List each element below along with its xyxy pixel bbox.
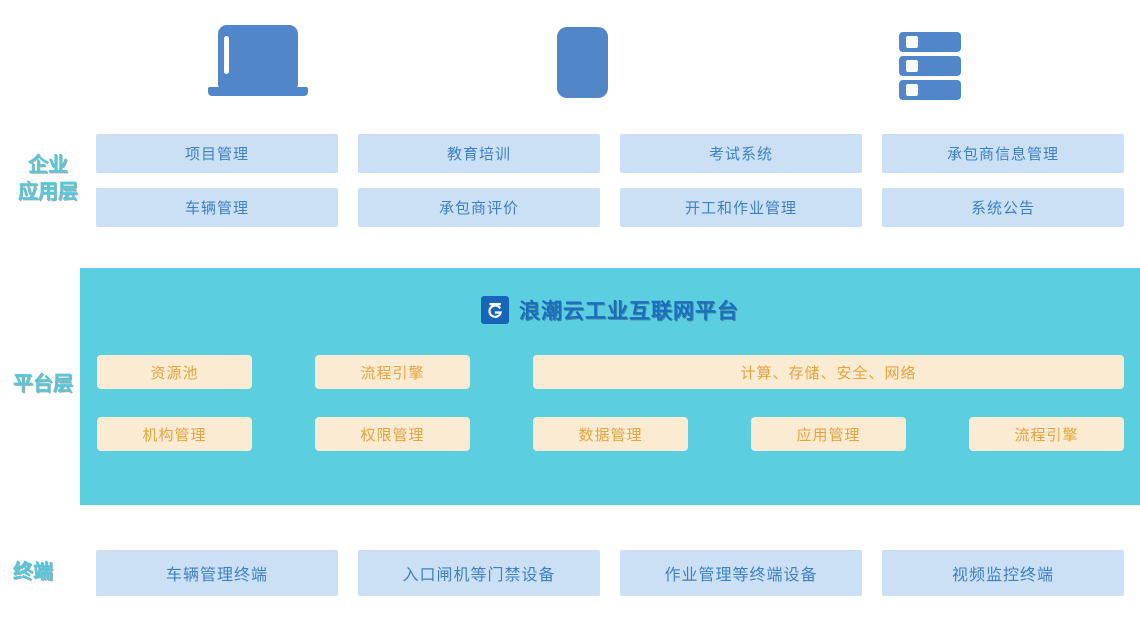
platform-layer-panel: 浪潮云工业互联网平台 资源池 流程引擎 计算、存储、安全、网络 机构管理 权限管… (80, 268, 1140, 505)
box-data-management: 数据管理 (533, 417, 688, 451)
terminal-layer-label: 终端 (13, 561, 53, 583)
box-operation-management-terminal-devices: 作业管理等终端设备 (620, 550, 862, 596)
box-education-training: 教育培训 (358, 134, 600, 173)
laptop-base (208, 87, 308, 96)
laptop-icon (208, 25, 308, 96)
smartphone-icon (557, 27, 608, 98)
server-rack-icon (899, 32, 961, 100)
laptop-screen-highlight (224, 36, 229, 74)
box-contractor-info-mgmt: 承包商信息管理 (882, 134, 1124, 173)
server-unit (899, 32, 961, 52)
server-led (906, 84, 918, 96)
terminal-row: 车辆管理终端 入口闸机等门禁设备 作业管理等终端设备 视频监控终端 (96, 550, 1124, 596)
box-system-announcement: 系统公告 (882, 188, 1124, 227)
box-contractor-evaluation: 承包商评价 (358, 188, 600, 227)
box-entrance-gate-access-devices: 入口闸机等门禁设备 (358, 550, 600, 596)
server-led (906, 36, 918, 48)
enterprise-layer-label-line2: 应用层 (18, 181, 78, 203)
enterprise-layer-label: 企业 应用层 (4, 152, 92, 206)
platform-row-2: 机构管理 权限管理 数据管理 应用管理 流程引擎 (97, 417, 1124, 451)
platform-layer-label: 平台层 (13, 373, 73, 395)
box-work-start-operation-mgmt: 开工和作业管理 (620, 188, 862, 227)
server-unit (899, 56, 961, 76)
enterprise-layer-label-line1: 企业 (28, 154, 68, 176)
box-video-surveillance-terminal: 视频监控终端 (882, 550, 1124, 596)
box-resource-pool: 资源池 (97, 355, 252, 389)
box-project-management: 项目管理 (96, 134, 338, 173)
box-process-engine-2: 流程引擎 (969, 417, 1124, 451)
box-exam-system: 考试系统 (620, 134, 862, 173)
server-unit (899, 80, 961, 100)
inspur-cloud-logo-icon (481, 296, 509, 324)
platform-brand: 浪潮云工业互联网平台 (80, 294, 1140, 326)
box-vehicle-management: 车辆管理 (96, 188, 338, 227)
box-process-engine: 流程引擎 (315, 355, 470, 389)
box-compute-storage-security-network: 计算、存储、安全、网络 (533, 355, 1124, 389)
enterprise-row-2: 车辆管理 承包商评价 开工和作业管理 系统公告 (96, 188, 1124, 227)
box-permission-management: 权限管理 (315, 417, 470, 451)
box-organization-management: 机构管理 (97, 417, 252, 451)
box-application-management: 应用管理 (751, 417, 906, 451)
platform-row-1: 资源池 流程引擎 计算、存储、安全、网络 (97, 355, 1124, 389)
enterprise-row-1: 项目管理 教育培训 考试系统 承包商信息管理 (96, 134, 1124, 173)
box-vehicle-management-terminal: 车辆管理终端 (96, 550, 338, 596)
laptop-screen (218, 25, 298, 87)
server-led (906, 60, 918, 72)
platform-brand-title: 浪潮云工业互联网平台 (519, 300, 739, 323)
